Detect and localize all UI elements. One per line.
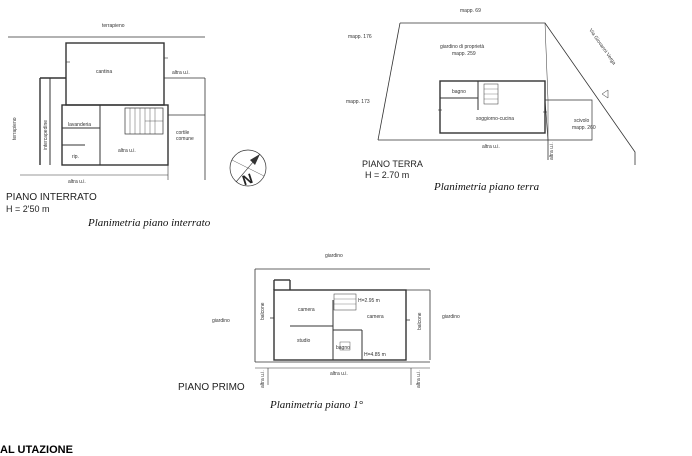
basement-caption: Planimetria piano interrato xyxy=(88,217,211,229)
basement-height: H = 2'50 m xyxy=(6,204,50,214)
ground-label-bagno: bagno xyxy=(452,89,466,95)
basement-plan xyxy=(8,36,206,180)
ground-label-mapp69: mapp. 69 xyxy=(460,8,481,14)
basement-label-rip: rip. xyxy=(72,154,79,160)
basement-label-terrapieno-left: terrapieno xyxy=(12,117,18,140)
basement-label-cortile: cortile xyxy=(176,130,190,136)
ground-label-mapp173: mapp. 173 xyxy=(346,99,370,105)
north-arrow-icon xyxy=(229,149,267,187)
first-label-altra-ui-right: altra u.i. xyxy=(416,370,422,388)
first-title: PIANO PRIMO xyxy=(178,382,245,393)
ground-plan xyxy=(377,22,636,165)
first-label-height-top: H=2.95 m xyxy=(358,298,380,304)
first-caption: Planimetria piano 1° xyxy=(270,399,364,411)
first-label-giardino-top: giardino xyxy=(325,253,343,259)
basement-label-cantina: cantina xyxy=(96,69,112,75)
first-label-studio: studio xyxy=(297,338,311,344)
basement-label-comune: comune xyxy=(176,136,194,142)
ground-label-altra-ui-bottom: altra u.i. xyxy=(482,144,500,150)
basement-label-altra-ui-mid: altra u.i. xyxy=(118,148,136,154)
first-label-altra-ui-bottom: altra u.i. xyxy=(330,371,348,377)
ground-title: PIANO TERRA xyxy=(362,159,423,169)
section-heading: AL UTAZIONE xyxy=(0,444,73,456)
ground-label-giardino-mapp: mapp. 259 xyxy=(452,51,476,57)
first-label-camera-right: camera xyxy=(367,314,384,320)
first-label-giardino-right: giardino xyxy=(442,314,460,320)
first-label-balcone-right: balcone xyxy=(417,312,423,330)
first-label-balcone-left: balcone xyxy=(260,302,266,320)
first-floor-plan xyxy=(254,268,431,385)
basement-label-altra-ui-right: altra u.i. xyxy=(172,70,190,76)
first-label-height-bottom: H=4.85 m xyxy=(364,352,386,358)
first-label-giardino-left: giardino xyxy=(212,318,230,324)
ground-label-giardino: giardino di proprietà xyxy=(440,44,484,50)
first-label-bagno: bagno xyxy=(336,345,350,351)
ground-label-soggiorno: soggiorno-cucina xyxy=(476,116,514,122)
first-label-altra-ui-left: altra u.i. xyxy=(260,370,266,388)
basement-label-lavanderia: lavanderia xyxy=(68,122,91,128)
basement-label-terrapieno-top: terrapieno xyxy=(102,23,125,29)
ground-label-scivolo-mapp: mapp. 260 xyxy=(572,125,596,131)
basement-label-altra-ui-bottom: altra u.i. xyxy=(68,179,86,185)
basement-title: PIANO INTERRATO xyxy=(6,192,97,203)
ground-label-altra-ui-side: altra u.i. xyxy=(549,142,555,160)
north-arrow-letter: N xyxy=(240,170,255,188)
basement-label-intercapedine: intercapedine xyxy=(43,120,49,150)
ground-height: H = 2.70 m xyxy=(365,170,409,180)
ground-label-mapp176: mapp. 176 xyxy=(348,34,372,40)
ground-caption: Planimetria piano terra xyxy=(434,181,540,193)
ground-label-via: Via Giovanni Verga xyxy=(587,28,617,67)
ground-label-scivolo: scivolo xyxy=(574,118,590,124)
first-label-camera-left: camera xyxy=(298,307,315,313)
